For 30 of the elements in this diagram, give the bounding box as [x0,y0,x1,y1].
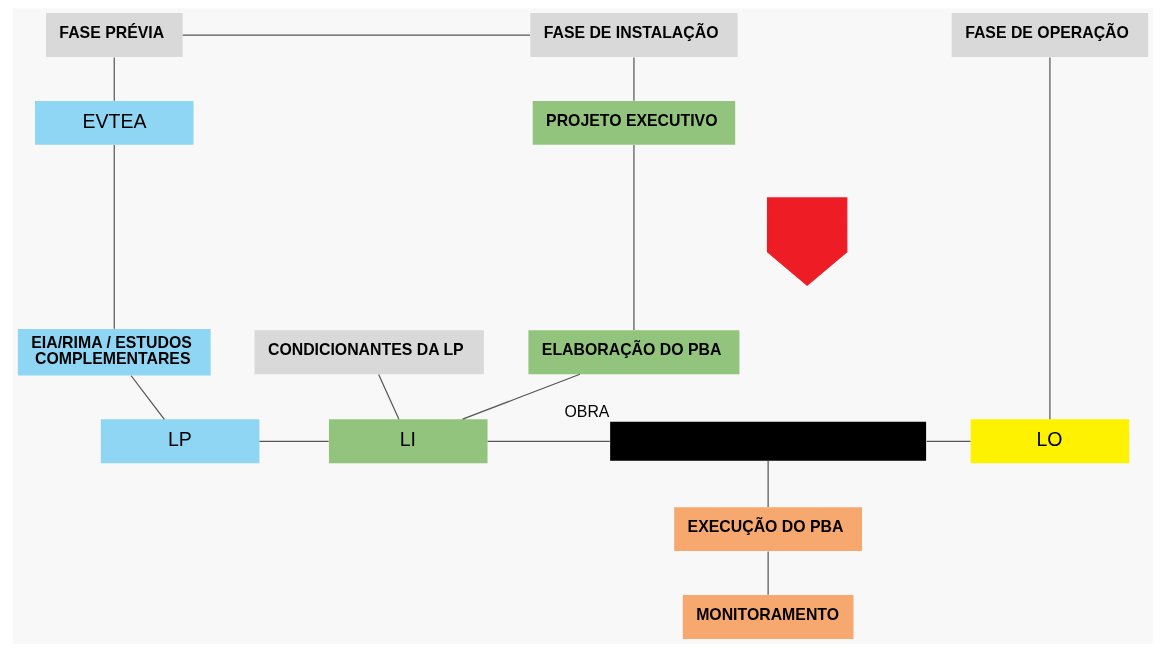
connector [378,373,400,420]
node-label: OBRA [564,403,610,421]
connector [258,440,330,442]
connector [767,550,769,596]
connector [926,440,972,442]
node-box: LP [100,419,260,464]
connector [113,144,115,330]
connector [462,373,581,420]
node-box: LI [328,419,488,464]
node-box: LO [970,419,1130,464]
connector [633,144,635,331]
node-box: FASE PRÉVIA [45,13,183,57]
connector [767,460,769,508]
node-box: ELABORAÇÃO DO PBA [528,330,740,375]
node-box: FASE DE OPERAÇÃO [951,13,1149,57]
node-arrow [766,197,848,286]
node-box: PROJETO EXECUTIVO [532,100,736,145]
connector [130,375,165,420]
node-box: CONDICIONANTES DA LP [254,330,484,375]
node-bar [610,421,927,461]
connector [113,56,115,102]
node-box: MONITORAMENTO [682,595,854,639]
node-box: EIA/RIMA / ESTUDOS COMPLEMENTARES [17,329,211,376]
connector [633,56,635,102]
node-box: EXECUÇÃO DO PBA [674,507,863,552]
connector [182,34,531,36]
node-box: EVTEA [34,100,194,145]
connector [1049,56,1051,420]
node-box: FASE DE INSTALAÇÃO [530,13,738,57]
connector [487,440,611,442]
